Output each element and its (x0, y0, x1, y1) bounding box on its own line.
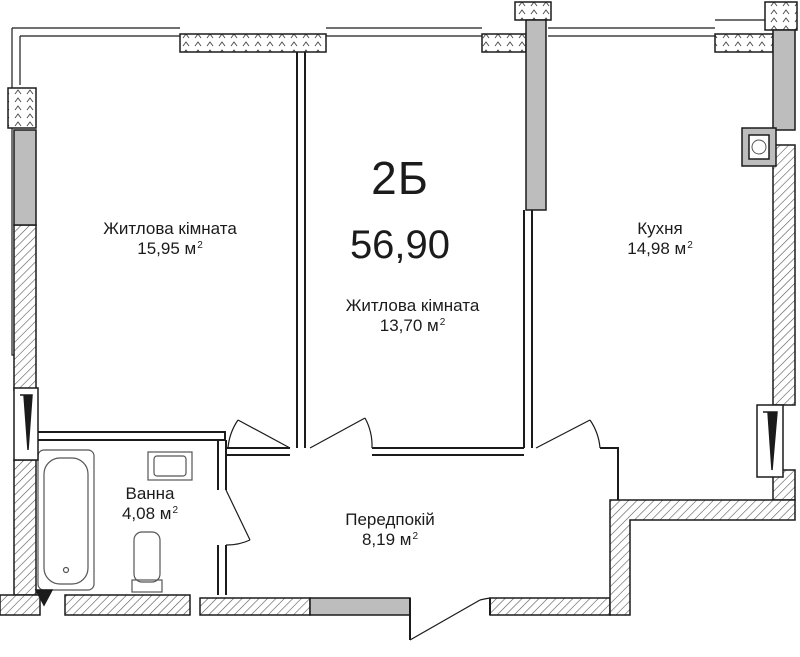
door-swings (225, 417, 601, 641)
room-label-bathroom: Ванна 4,08 м2 (95, 484, 205, 523)
room-area: 4,08 м2 (121, 503, 179, 523)
room-label-hallway: Передпокій 8,19 м2 (320, 510, 460, 549)
bathtub (37, 449, 95, 591)
room-label-living-room-2: Житлова кімната 13,70 м2 (300, 296, 525, 335)
apartment-total-area-text: 56,90 (349, 223, 451, 267)
vent-shaft (741, 127, 777, 167)
sink (147, 451, 193, 481)
apartment-type-text: 2Б (371, 152, 429, 204)
room-name: Передпокій (345, 510, 435, 529)
bearing-walls (0, 144, 796, 616)
interior-walls (36, 52, 774, 640)
room-label-living-room-1: Житлова кімната 15,95 м2 (60, 219, 280, 258)
room-name: Житлова кімната (345, 296, 480, 315)
room-name: Кухня (637, 219, 683, 238)
room-name: Житлова кімната (103, 219, 237, 238)
risers (13, 387, 784, 607)
windows (7, 1, 798, 129)
room-area: 13,70 м2 (379, 315, 446, 335)
room-area: 8,19 м2 (361, 529, 419, 549)
apartment-total-area: 56,90 (330, 222, 470, 268)
room-label-kitchen: Кухня 14,98 м2 (590, 219, 730, 258)
toilet (131, 531, 163, 593)
room-area: 14,98 м2 (627, 238, 693, 258)
wall-columns (13, 19, 796, 616)
apartment-type: 2Б (340, 152, 460, 205)
room-area: 15,95 м2 (137, 238, 203, 258)
room-name: Ванна (125, 484, 175, 503)
